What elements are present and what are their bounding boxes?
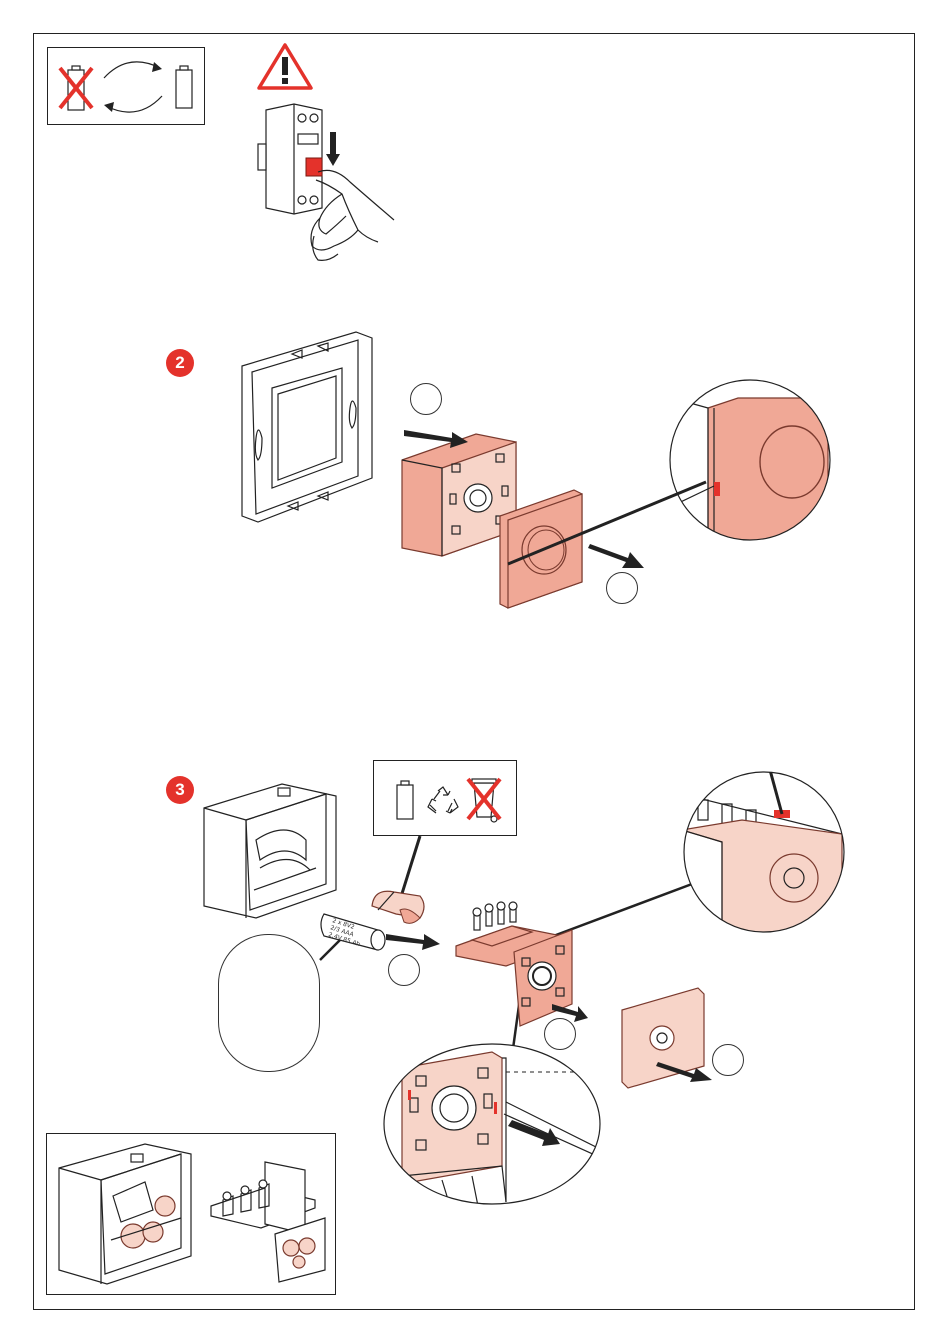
empty-oval-callout [218, 934, 320, 1072]
release-clip-detail-zoom [382, 1042, 606, 1206]
wall-box-with-holes [53, 1140, 201, 1290]
step-3-detail-zoom [682, 770, 846, 934]
dimmer-plate [618, 984, 724, 1094]
step-3-callout-b [544, 1018, 576, 1050]
step-3-callout-c [712, 1044, 744, 1076]
terminal-block-module [205, 1158, 335, 1282]
wiring-inset-box [46, 1133, 336, 1295]
step-3-callout-a [388, 954, 420, 986]
electronic-module [452, 906, 588, 1032]
batteries: 2 x 8V2 2/3 AAA 2,4V 85 Ah [316, 884, 446, 958]
